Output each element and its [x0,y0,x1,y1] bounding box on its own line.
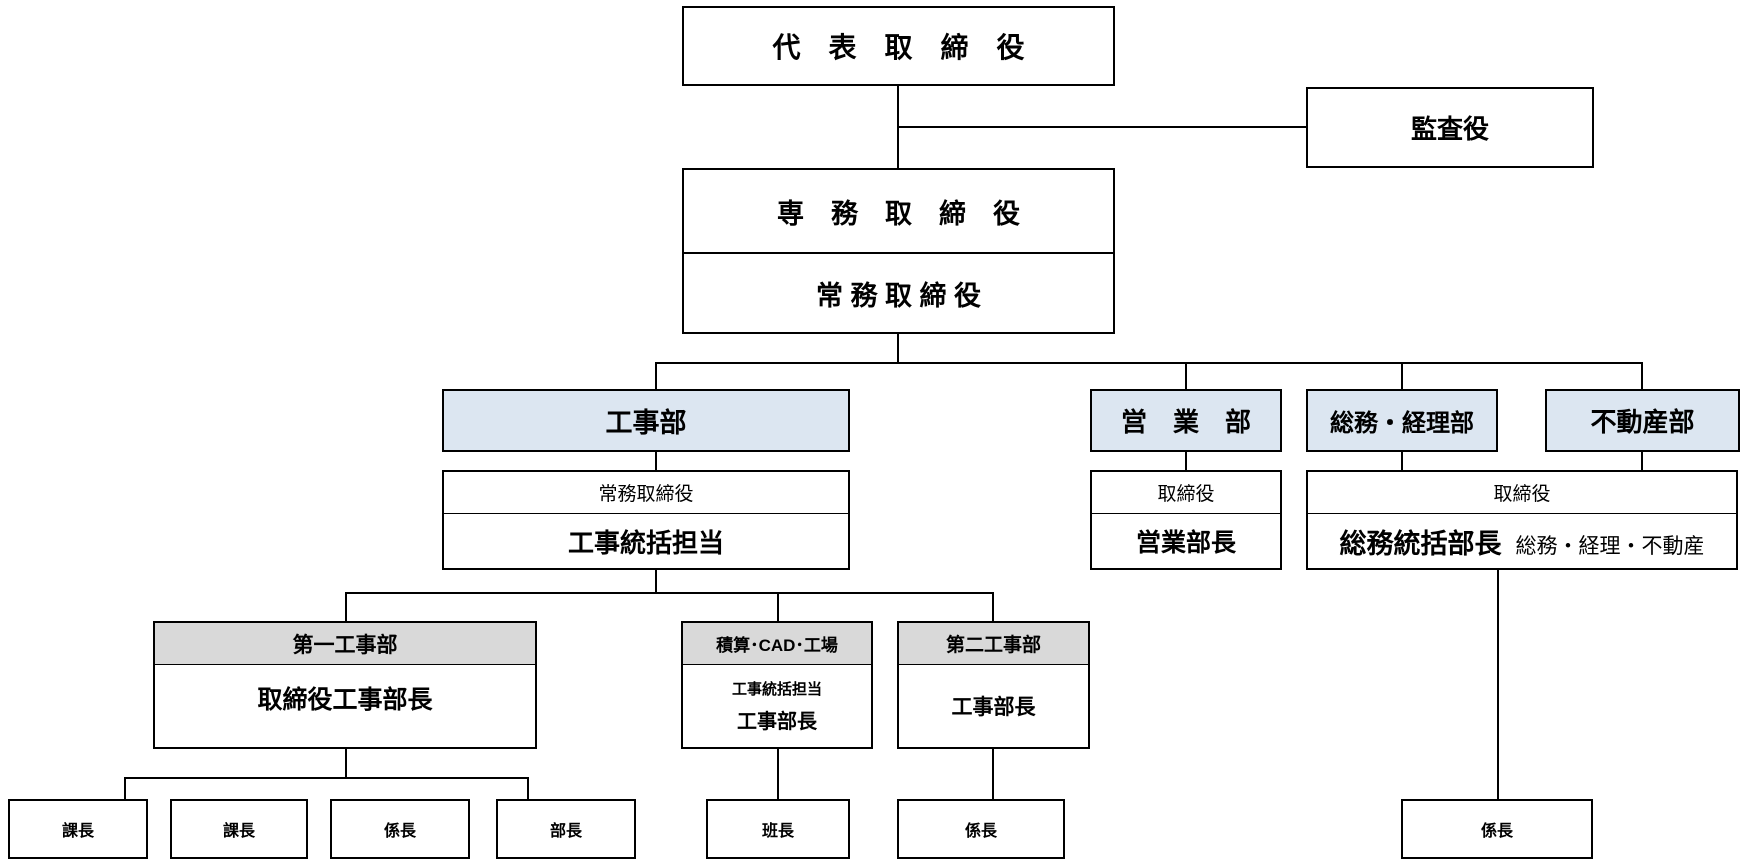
head-construction-role: 工事統括担当 [444,514,848,568]
connector-drop-division1 [345,592,347,621]
head-general-affairs-role-label: 総務統括部長 [1339,528,1502,559]
staff-label: 係長 [383,823,416,840]
connector-drop-staff5 [777,749,779,799]
node-senior-managing-director: 専 務 取 締 役 [684,170,1113,254]
head-general-affairs-role: 総務統括部長 総務・経理・不動産 [1308,514,1736,568]
staff-subsection-chief-2: 係長 [897,799,1065,859]
division-first-construction-role-label: 取締役工事部長 [257,686,433,714]
division-second-construction-role: 工事部長 [899,665,1088,747]
connector-construction-head [655,452,657,470]
connector-drop-division2 [777,592,779,621]
connector-drop-division3 [992,592,994,621]
node-ceo-label: 代 表 取 締 役 [772,32,1025,63]
connector-sales-head [1185,452,1187,470]
dept-general-accounting: 総務・経理部 [1306,389,1498,452]
dept-sales: 営 業 部 [1090,389,1282,452]
staff-label: 課長 [222,823,255,840]
staff-subsection-chief-3: 係長 [1401,799,1593,859]
head-general-affairs-title: 取締役 [1308,472,1736,514]
division-estimation-body: 工事統括担当 工事部長 [683,665,871,747]
connector-smd-spine [897,333,899,364]
connector-bus-departments [655,362,1643,364]
staff-label: 課長 [61,823,94,840]
dept-real-estate: 不動産部 [1545,389,1740,452]
node-smd-label: 専 務 取 締 役 [777,198,1020,229]
connector-auditor [897,126,1306,128]
node-auditor: 監査役 [1306,87,1594,168]
connector-drop-realestate [1641,362,1643,389]
head-construction-title-label: 常務取締役 [598,484,694,505]
division-second-construction-header: 第二工事部 [899,623,1088,665]
division-estimation-header: 積算･CAD･工場 [683,623,871,665]
dept-sales-label: 営 業 部 [1120,407,1251,437]
division-first-construction: 第一工事部 取締役工事部長 [153,621,537,749]
connector-drop-general [1401,362,1403,389]
division-first-construction-header: 第一工事部 [155,623,535,665]
dept-real-estate-label: 不動産部 [1590,407,1695,437]
head-sales-title-label: 取締役 [1157,484,1215,505]
division-first-construction-name: 第一工事部 [292,633,398,657]
head-general-affairs-title-label: 取締役 [1493,484,1551,505]
division-estimation-role-label: 工事部長 [736,711,817,733]
staff-department-chief: 部長 [496,799,636,859]
node-directors: 専 務 取 締 役 常 務 取 締 役 [682,168,1115,334]
connector-bus-divisions [345,592,994,594]
head-general-affairs-scope-label: 総務・経理・不動産 [1515,534,1705,558]
division-estimation-name: 積算･CAD･工場 [716,636,838,655]
connector-head-bus2 [655,570,657,594]
head-general-affairs: 取締役 総務統括部長 総務・経理・不動産 [1306,470,1738,570]
connector-general-head [1401,452,1403,470]
head-sales-role-label: 営業部長 [1135,529,1236,557]
division-second-construction-role-label: 工事部長 [951,696,1036,719]
connector-drop-staff7 [1497,570,1499,799]
head-construction: 常務取締役 工事統括担当 [442,470,850,570]
connector-drop-staff6 [992,749,994,799]
dept-construction-label: 工事部 [605,408,687,438]
division-estimation-cad-factory: 積算･CAD･工場 工事統括担当 工事部長 [681,621,873,749]
staff-label: 部長 [549,823,582,840]
connector-drop-staff1 [124,777,126,799]
connector-drop-staff4 [527,777,529,799]
head-construction-title: 常務取締役 [444,472,848,514]
node-managing-director: 常 務 取 締 役 [684,254,1113,332]
staff-label: 係長 [1480,823,1513,840]
dept-general-accounting-label: 総務・経理部 [1330,410,1474,437]
staff-section-chief-1: 課長 [8,799,148,859]
connector-drop-sales [1185,362,1187,389]
node-ceo: 代 表 取 締 役 [682,6,1115,86]
dept-construction: 工事部 [442,389,850,452]
staff-subsection-chief-1: 係長 [330,799,470,859]
head-sales-title: 取締役 [1092,472,1280,514]
connector-realestate-head [1641,452,1643,470]
staff-label: 係長 [964,823,997,840]
staff-label: 班長 [761,823,794,840]
head-construction-role-label: 工事統括担当 [567,527,724,558]
division-second-construction: 第二工事部 工事部長 [897,621,1090,749]
connector-drop-construction [655,362,657,389]
connector-bus-staff [124,777,529,779]
division-first-construction-role: 取締役工事部長 [155,665,535,747]
head-sales-role: 営業部長 [1092,514,1280,568]
connector-division1-bus3 [345,749,347,779]
division-estimation-title-label: 工事統括担当 [731,681,822,698]
staff-team-leader: 班長 [706,799,850,859]
node-auditor-label: 監査役 [1410,114,1489,144]
node-md-label: 常 務 取 締 役 [815,280,981,311]
division-second-construction-name: 第二工事部 [945,635,1041,656]
staff-section-chief-2: 課長 [170,799,308,859]
head-sales: 取締役 営業部長 [1090,470,1282,570]
